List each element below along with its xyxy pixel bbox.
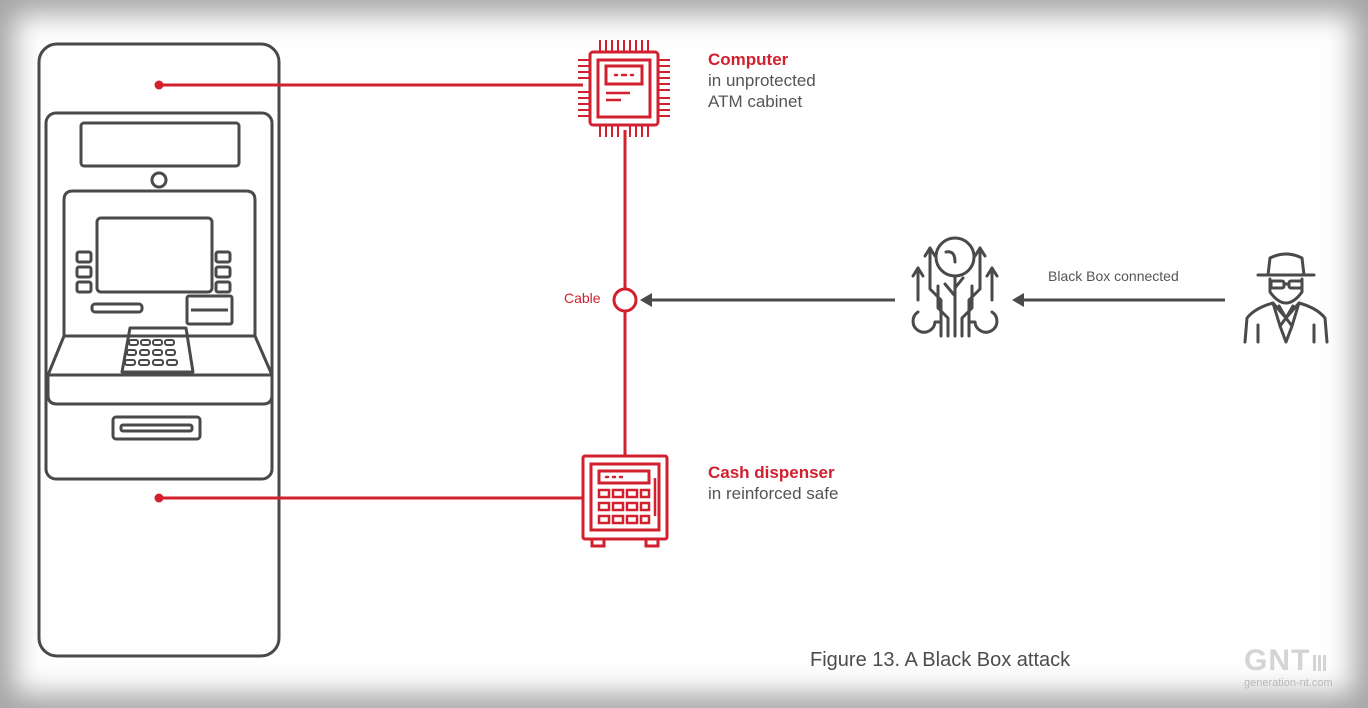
arrow-left-icon — [1012, 293, 1225, 307]
circuit-wrench-icon — [911, 236, 999, 338]
computer-label: Computer in unprotected ATM cabinet — [708, 49, 816, 112]
watermark-logo-text: GNT — [1244, 644, 1311, 677]
cash-dispenser-subtitle: in reinforced safe — [708, 484, 839, 503]
cable-junction — [612, 287, 638, 313]
figure-caption: Figure 13. A Black Box attack — [810, 649, 1071, 671]
watermark-logo: GNT — [1244, 645, 1333, 677]
signal-bars-icon — [1313, 655, 1328, 676]
safe-icon — [581, 454, 669, 548]
cpu-chip-icon — [578, 40, 670, 137]
computer-title: Computer — [708, 50, 789, 69]
cable-label: Cable — [564, 290, 601, 306]
black-box-connected-label: Black Box connected — [1048, 268, 1179, 284]
atm-icon — [37, 42, 281, 658]
connector-lines — [159, 83, 627, 500]
watermark-site: generation-nt.com — [1244, 677, 1333, 689]
arrow-left-icon — [640, 293, 895, 307]
hacker-icon — [1243, 252, 1329, 344]
atm-connection-dot — [154, 493, 164, 503]
computer-subtitle-line2: ATM cabinet — [708, 92, 803, 111]
computer-subtitle-line1: in unprotected — [708, 71, 816, 90]
cash-dispenser-title: Cash dispenser — [708, 463, 835, 482]
watermark: GNT generation-nt.com — [1244, 645, 1333, 690]
cash-dispenser-label: Cash dispenser in reinforced safe — [708, 462, 838, 504]
atm-connection-dot — [154, 80, 164, 90]
